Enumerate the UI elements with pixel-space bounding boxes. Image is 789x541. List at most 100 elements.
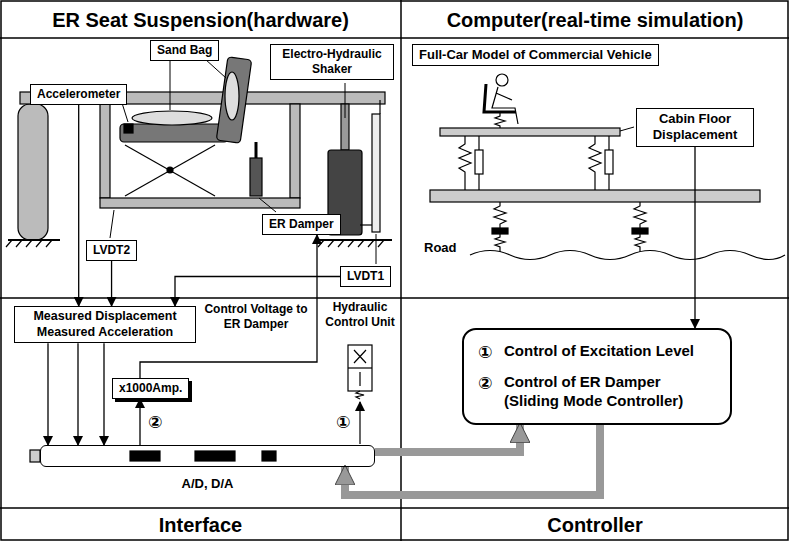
interface-hardware <box>262 451 276 461</box>
test-rig <box>120 124 228 142</box>
box-text: Electro-Hydraulic Shaker <box>277 47 387 77</box>
daq-board: A/D, D/A <box>40 445 375 467</box>
vehicle-model <box>495 234 505 252</box>
leader-line <box>110 59 634 264</box>
test-rig <box>318 239 392 241</box>
vehicle-model <box>589 136 601 190</box>
part-label: LVDT2 <box>86 240 137 261</box>
vehicle-model <box>440 128 620 136</box>
box-text: x1000Amp. <box>119 381 182 396</box>
test-rig <box>125 145 215 196</box>
vehicle-model <box>634 202 646 228</box>
part-label: Sand Bag <box>150 40 219 61</box>
grid-lines <box>400 0 402 541</box>
part-label: Electro-Hydraulic Shaker <box>270 44 394 80</box>
vehicle-model <box>470 251 785 260</box>
vehicle-model <box>459 136 471 190</box>
test-rig <box>6 240 384 247</box>
box-text: Full-Car Model of Commercial Vehicle <box>419 47 652 63</box>
signal-box: Measured Displacement Measured Accelerat… <box>14 306 196 343</box>
test-rig <box>124 124 133 133</box>
test-rig <box>290 104 300 198</box>
signal-arrow <box>103 343 104 445</box>
callout-number: ② <box>478 373 504 394</box>
box-text: LVDT2 <box>93 243 130 258</box>
signal-arrow <box>78 105 79 306</box>
interface-hardware <box>130 451 160 461</box>
box-text: Measured Displacement Measured Accelerat… <box>21 309 189 340</box>
signal-arrow <box>139 399 140 445</box>
amplifier-box: x1000Amp. <box>112 378 189 399</box>
panel-heading: Interface <box>0 513 401 538</box>
board-label: A/D, D/A <box>41 476 374 492</box>
interface-hardware <box>195 451 235 461</box>
interface-hardware <box>30 450 40 462</box>
panel-heading: Controller <box>401 513 789 538</box>
grid-lines <box>0 297 789 299</box>
road-label: Road <box>424 240 457 256</box>
signal-label: Control Voltage to ER Damper <box>199 302 313 332</box>
vehicle-model <box>608 136 609 150</box>
test-rig <box>216 57 251 144</box>
leader-line <box>205 59 226 78</box>
controller-box: ①Control of Excitation Level②Control of … <box>462 328 732 425</box>
vehicle-model <box>484 84 516 112</box>
vehicle-model <box>632 228 648 234</box>
box-text: ER Damper <box>269 217 334 232</box>
leader-line <box>620 127 634 131</box>
signal-box: Cabin Floor Displacement <box>636 108 754 147</box>
controller-item: ②Control of ER Damper (Sliding Mode Cont… <box>478 373 716 411</box>
vehicle-model <box>608 174 609 190</box>
signal-arrow <box>47 343 48 445</box>
signal-arrow <box>77 343 78 445</box>
test-rig <box>132 111 212 125</box>
vehicle-model <box>430 190 760 202</box>
part-label: Hydraulic Control Unit <box>321 300 399 330</box>
vehicle-model <box>496 74 508 86</box>
test-rig <box>18 104 48 240</box>
interface-hardware <box>356 391 364 399</box>
part-label: LVDT1 <box>340 266 391 287</box>
test-rig <box>8 239 60 241</box>
test-rig <box>360 224 372 225</box>
box-text: LVDT1 <box>347 269 384 284</box>
test-rig <box>225 72 239 120</box>
interface-hardware <box>359 402 360 444</box>
vehicle-model <box>475 150 483 174</box>
box-text: Cabin Floor Displacement <box>643 111 747 144</box>
model-title-box: Full-Car Model of Commercial Vehicle <box>412 44 659 66</box>
leader-line <box>259 198 276 212</box>
callout-number: ① <box>478 342 504 363</box>
part-label: ER Damper <box>262 214 341 235</box>
interface-hardware <box>354 350 366 386</box>
test-rig <box>379 100 380 114</box>
vehicle-model <box>635 234 645 252</box>
test-rig <box>125 145 215 196</box>
vehicle-model <box>430 74 785 260</box>
callout-number: ② <box>148 412 162 433</box>
controller-task: Control of ER Damper (Sliding Mode Contr… <box>504 373 704 411</box>
panel-heading: Computer(real-time simulation) <box>401 8 789 33</box>
interface-hardware <box>348 345 372 391</box>
part-label: Accelerometer <box>30 84 127 105</box>
data-flow-arrow <box>375 425 520 452</box>
test-rig <box>100 104 110 198</box>
vehicle-model <box>494 202 506 228</box>
panel-heading: ER Seat Suspension(hardware) <box>0 8 401 33</box>
vehicle-model <box>478 136 479 150</box>
box-text: Sand Bag <box>157 43 212 58</box>
signal-arrow <box>694 147 695 329</box>
interface-hardware <box>348 367 372 368</box>
leader-line <box>110 210 114 238</box>
box-text: Accelerometer <box>37 87 120 102</box>
leader-line <box>345 83 346 118</box>
vehicle-model <box>478 174 479 190</box>
vehicle-model <box>605 150 613 174</box>
grid-lines <box>0 507 789 509</box>
signal-arrow <box>175 277 340 307</box>
data-flow-arrow <box>345 425 600 495</box>
vehicle-model <box>492 228 508 234</box>
